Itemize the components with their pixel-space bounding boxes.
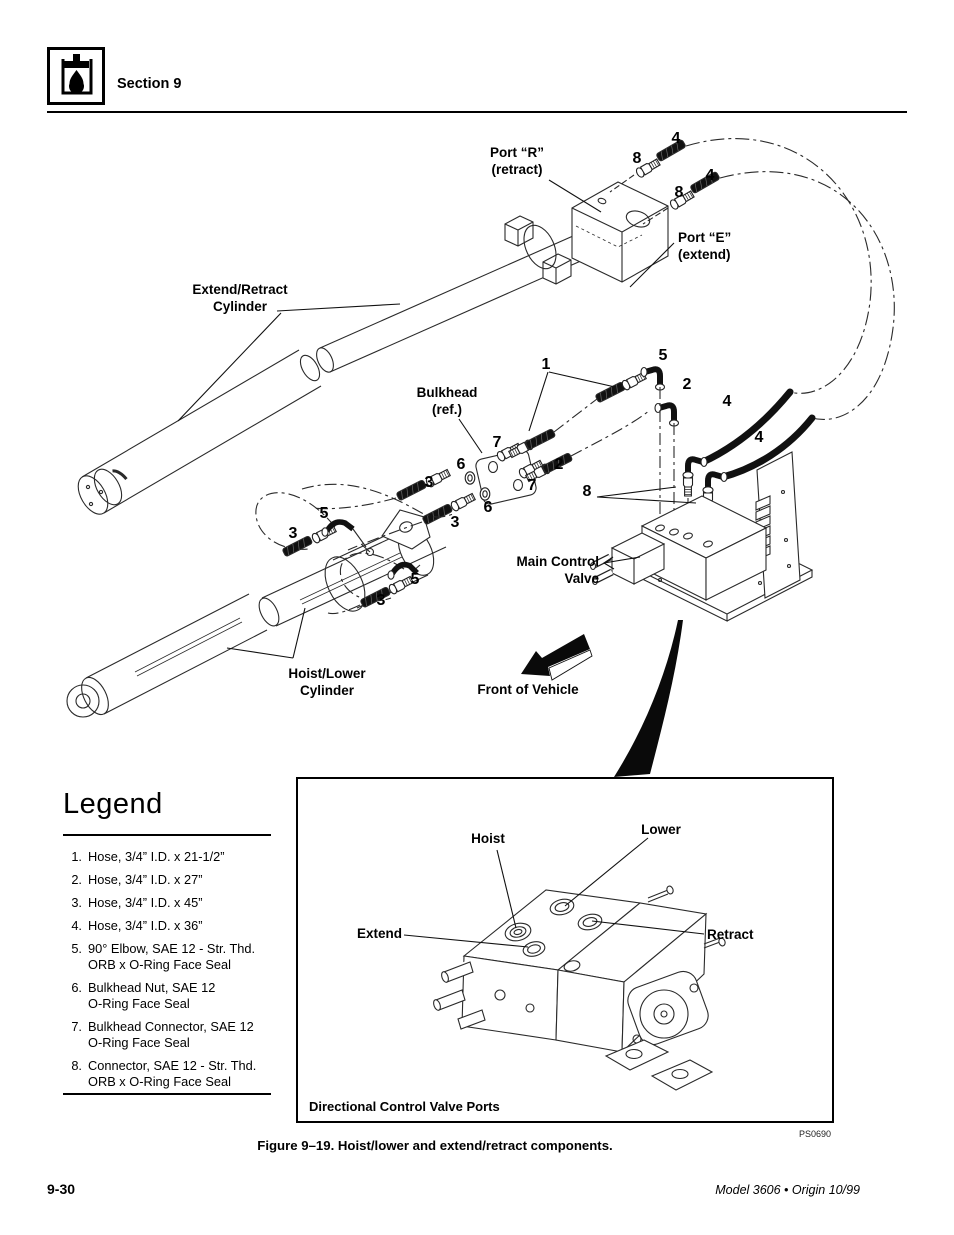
callout-2b: 2 bbox=[555, 456, 564, 473]
hoist-lower-cylinder-label-2: Cylinder bbox=[300, 683, 355, 698]
callout-3c: 3 bbox=[289, 525, 298, 542]
callout-3a: 3 bbox=[425, 474, 434, 491]
callout-7a: 7 bbox=[493, 434, 502, 451]
front-of-vehicle-arrow bbox=[521, 634, 593, 681]
inset-lower-label: Lower bbox=[641, 822, 682, 837]
callout-7b: 7 bbox=[528, 477, 537, 494]
main-control-valve-drawing bbox=[589, 451, 814, 622]
callout-4a: 4 bbox=[672, 130, 681, 147]
callout-3d: 3 bbox=[377, 592, 386, 609]
bulkhead-label-2: (ref.) bbox=[432, 402, 462, 417]
hoist-lower-cylinder-label: Hoist/Lower bbox=[288, 666, 366, 681]
legend-item: 8.Connector, SAE 12 - Str. Thd.ORB x O-R… bbox=[71, 1058, 257, 1089]
figure-caption: Figure 9–19. Hoist/lower and extend/retr… bbox=[257, 1138, 613, 1153]
callout-2a: 2 bbox=[683, 376, 692, 393]
header-rule bbox=[47, 111, 907, 113]
callout-numbers: 4 8 4 8 1 5 2 4 4 7 6 2 7 3 6 3 8 5 3 5 … bbox=[289, 130, 764, 609]
port-r-label-2: (retract) bbox=[491, 162, 542, 177]
doc-reference: Model 3606 • Origin 10/99 bbox=[715, 1183, 860, 1197]
inset-box: Hoist Lower Extend Retract Directional C… bbox=[296, 777, 834, 1139]
inset-leader-lines bbox=[403, 837, 705, 948]
callout-5a: 5 bbox=[659, 347, 668, 364]
photo-id: PS0690 bbox=[799, 1129, 831, 1139]
page-number: 9-30 bbox=[47, 1181, 76, 1197]
inset-extend-label: Extend bbox=[357, 926, 402, 941]
legend-item: 2.Hose, 3/4” I.D. x 27” bbox=[71, 872, 203, 887]
legend-list: 1.Hose, 3/4” I.D. x 21-1/2” 2.Hose, 3/4”… bbox=[63, 849, 293, 1097]
hoist-lower-cylinder-drawing bbox=[66, 509, 447, 718]
main-control-valve-label: Main Control bbox=[517, 554, 600, 569]
port-r-label: Port “R” bbox=[490, 145, 544, 160]
inset-pointer-swoosh bbox=[614, 620, 683, 777]
inset-caption: Directional Control Valve Ports bbox=[309, 1099, 500, 1114]
legend-rule-bottom bbox=[63, 1093, 271, 1095]
diagram-labels: Port “R” (retract) Port “E” (extend) Ext… bbox=[192, 145, 731, 698]
inset-hoist-label: Hoist bbox=[471, 831, 505, 846]
callout-4c: 4 bbox=[723, 393, 732, 410]
legend-item: 5.90° Elbow, SAE 12 - Str. Thd.ORB x O-R… bbox=[71, 941, 256, 972]
front-of-vehicle-label: Front of Vehicle bbox=[477, 682, 579, 697]
main-control-valve-label-2: Valve bbox=[564, 571, 599, 586]
legend-item: 4.Hose, 3/4” I.D. x 36” bbox=[71, 918, 203, 933]
callout-6a: 6 bbox=[457, 456, 466, 473]
callout-5c: 5 bbox=[411, 571, 420, 588]
callout-8b: 8 bbox=[675, 184, 684, 201]
port-e-label: Port “E” bbox=[678, 230, 731, 245]
extend-retract-cylinder-label: Extend/Retract bbox=[192, 282, 288, 297]
valve-closeup-drawing bbox=[433, 885, 726, 1091]
port-e-label-2: (extend) bbox=[678, 247, 731, 262]
extend-retract-cylinder-drawing bbox=[77, 181, 669, 515]
bulkhead-label: Bulkhead bbox=[417, 385, 478, 400]
legend-item: 1.Hose, 3/4” I.D. x 21-1/2” bbox=[71, 849, 225, 864]
callout-8a: 8 bbox=[633, 150, 642, 167]
leader-lines bbox=[177, 179, 697, 659]
callout-5b: 5 bbox=[320, 505, 329, 522]
section-logo bbox=[47, 47, 105, 105]
callout-1: 1 bbox=[542, 356, 551, 373]
legend-title: Legend bbox=[63, 788, 163, 820]
callout-4b: 4 bbox=[706, 167, 715, 184]
hydraulic-press-icon bbox=[61, 54, 93, 95]
legend-rule-top bbox=[63, 834, 271, 836]
inset-retract-label: Retract bbox=[707, 927, 754, 942]
callout-3b: 3 bbox=[451, 514, 460, 531]
callout-6b: 6 bbox=[484, 499, 493, 516]
section-title: Section 9 bbox=[117, 76, 182, 92]
callout-8c: 8 bbox=[583, 483, 592, 500]
extend-retract-cylinder-label-2: Cylinder bbox=[213, 299, 268, 314]
legend-item: 3.Hose, 3/4” I.D. x 45” bbox=[71, 895, 203, 910]
callout-4d: 4 bbox=[755, 429, 764, 446]
hose-routing bbox=[255, 138, 895, 615]
